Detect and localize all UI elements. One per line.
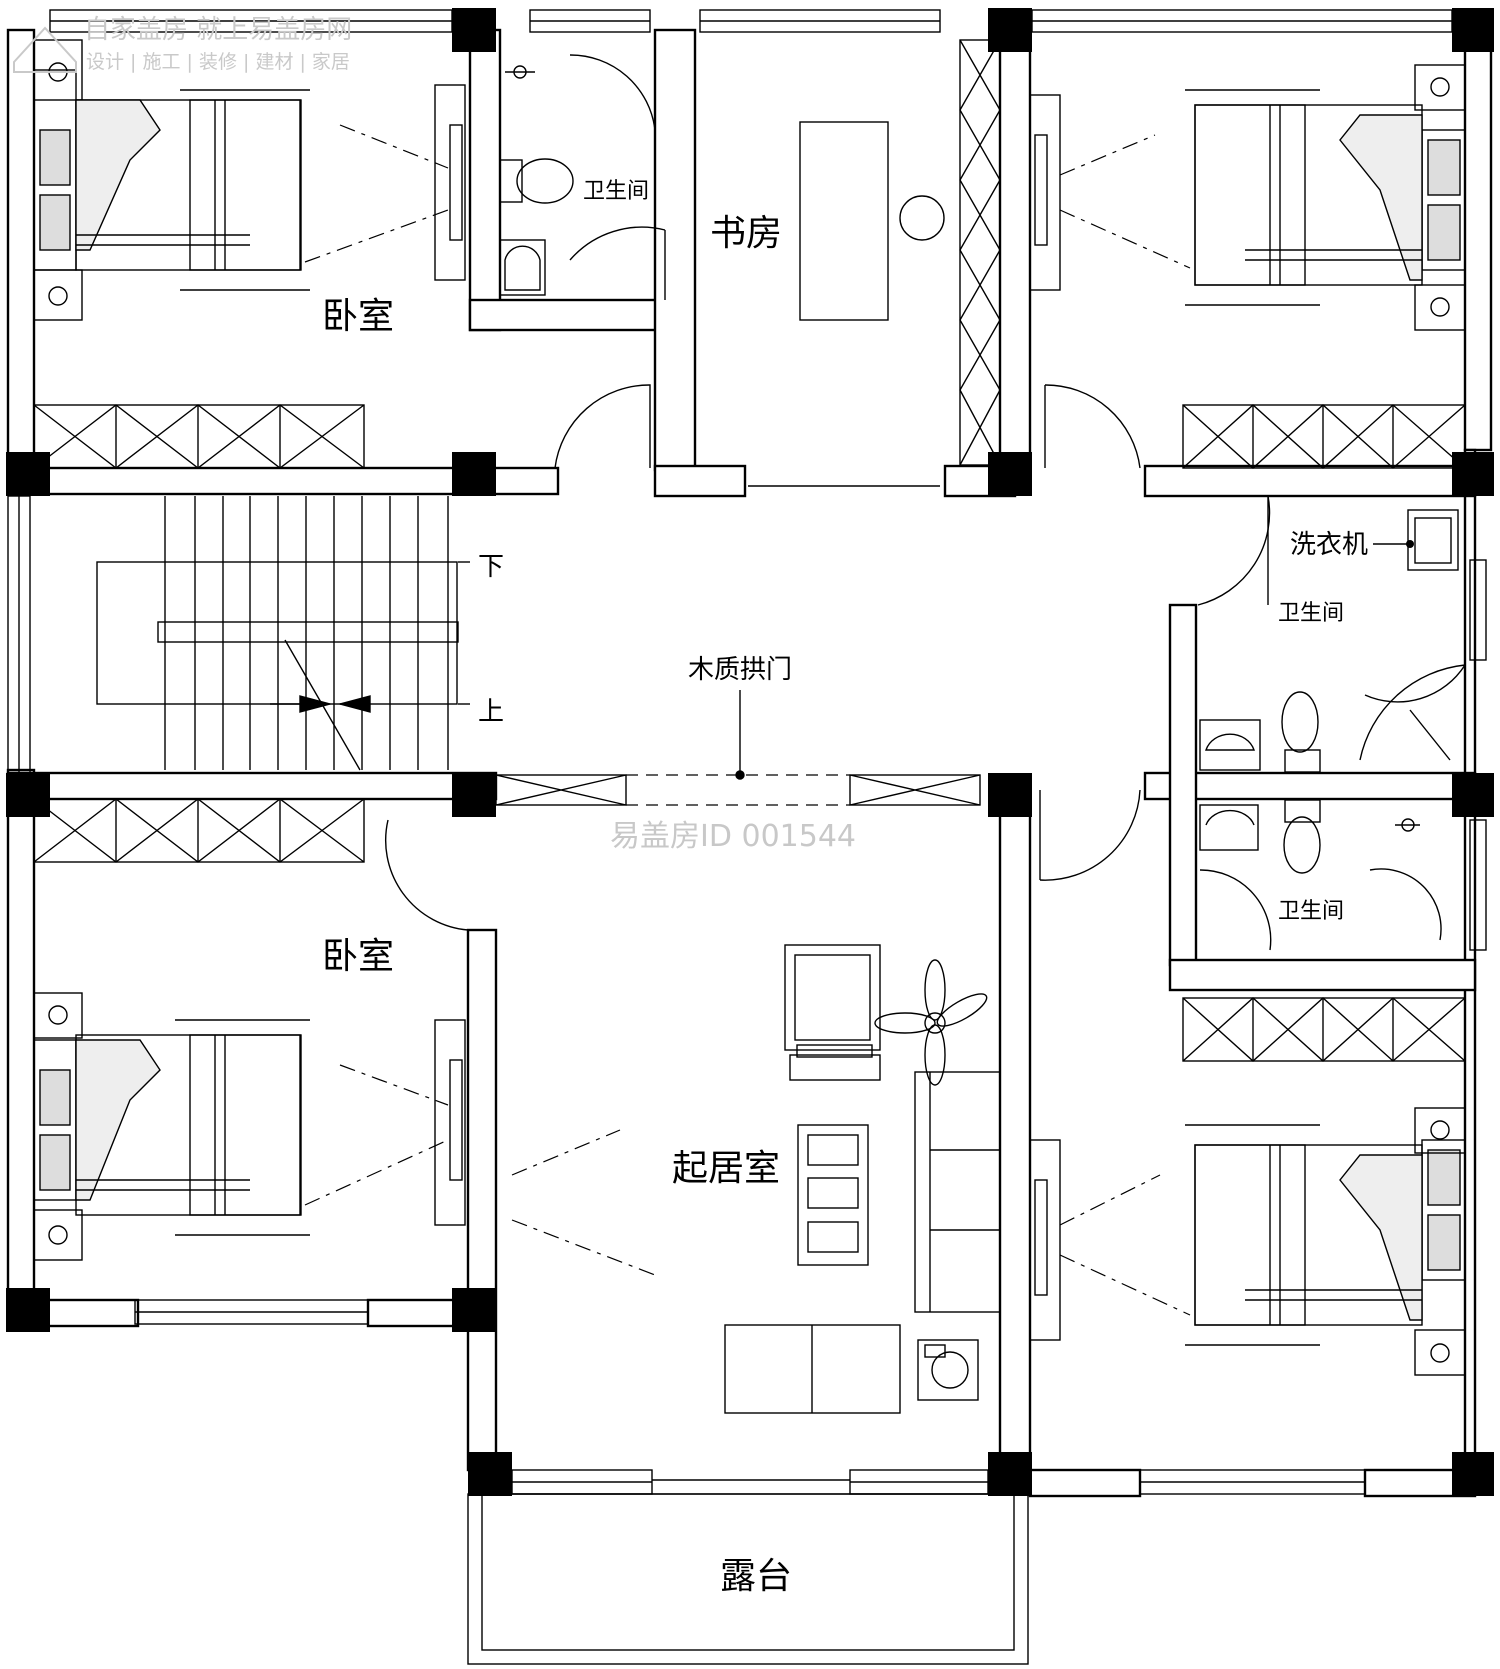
label-bathroom-right-1: 卫生间 <box>1278 601 1344 626</box>
living-furniture <box>724 944 1001 1414</box>
house-logo-icon <box>13 26 77 73</box>
label-bathroom-right-2: 卫生间 <box>1278 899 1344 924</box>
bath-fixtures <box>499 65 1466 874</box>
label-study: 书房 <box>710 213 782 254</box>
staircase <box>96 496 470 771</box>
label-living-room: 起居室 <box>672 1148 780 1189</box>
doors <box>385 54 1466 951</box>
bed-top-right <box>1029 64 1466 331</box>
laundry-leader-dot <box>1406 540 1414 548</box>
label-bathroom-top: 卫生间 <box>583 179 649 204</box>
label-bedroom-top-left: 卧室 <box>322 296 394 337</box>
watermark-tagline: 设计 | 施工 | 装修 | 建材 | 家居 <box>86 51 350 73</box>
label-terrace: 露台 <box>720 1556 792 1597</box>
wardrobes <box>33 39 1466 1062</box>
label-bedroom-bottom-left: 卧室 <box>322 936 394 977</box>
label-arch-door: 木质拱门 <box>688 655 792 685</box>
bed-bottom-left <box>33 992 466 1261</box>
arch-door <box>495 690 981 806</box>
label-stairs-up: 上 <box>478 697 504 727</box>
study-furniture <box>799 121 945 321</box>
tv-sightlines <box>304 124 1191 1316</box>
terrace <box>467 1493 1029 1665</box>
watermark-brand: 自家盖房 就上易盖房网 <box>84 15 352 45</box>
bed-top-left <box>33 39 466 321</box>
bed-bottom-right <box>1029 1107 1466 1376</box>
windows <box>7 9 1487 1495</box>
room-labels: 卧室 卫生间 书房 洗衣机 卫生间 木质拱门 卫生间 卧室 起居室 露台 下 上 <box>322 179 1414 1597</box>
watermark-plan-id: 易盖房ID 001544 <box>610 819 856 854</box>
label-stairs-down: 下 <box>478 552 504 582</box>
label-laundry: 洗衣机 <box>1290 530 1368 560</box>
columns <box>6 8 1494 1496</box>
watermark: 自家盖房 就上易盖房网 设计 | 施工 | 装修 | 建材 | 家居 易盖房ID… <box>13 15 856 854</box>
